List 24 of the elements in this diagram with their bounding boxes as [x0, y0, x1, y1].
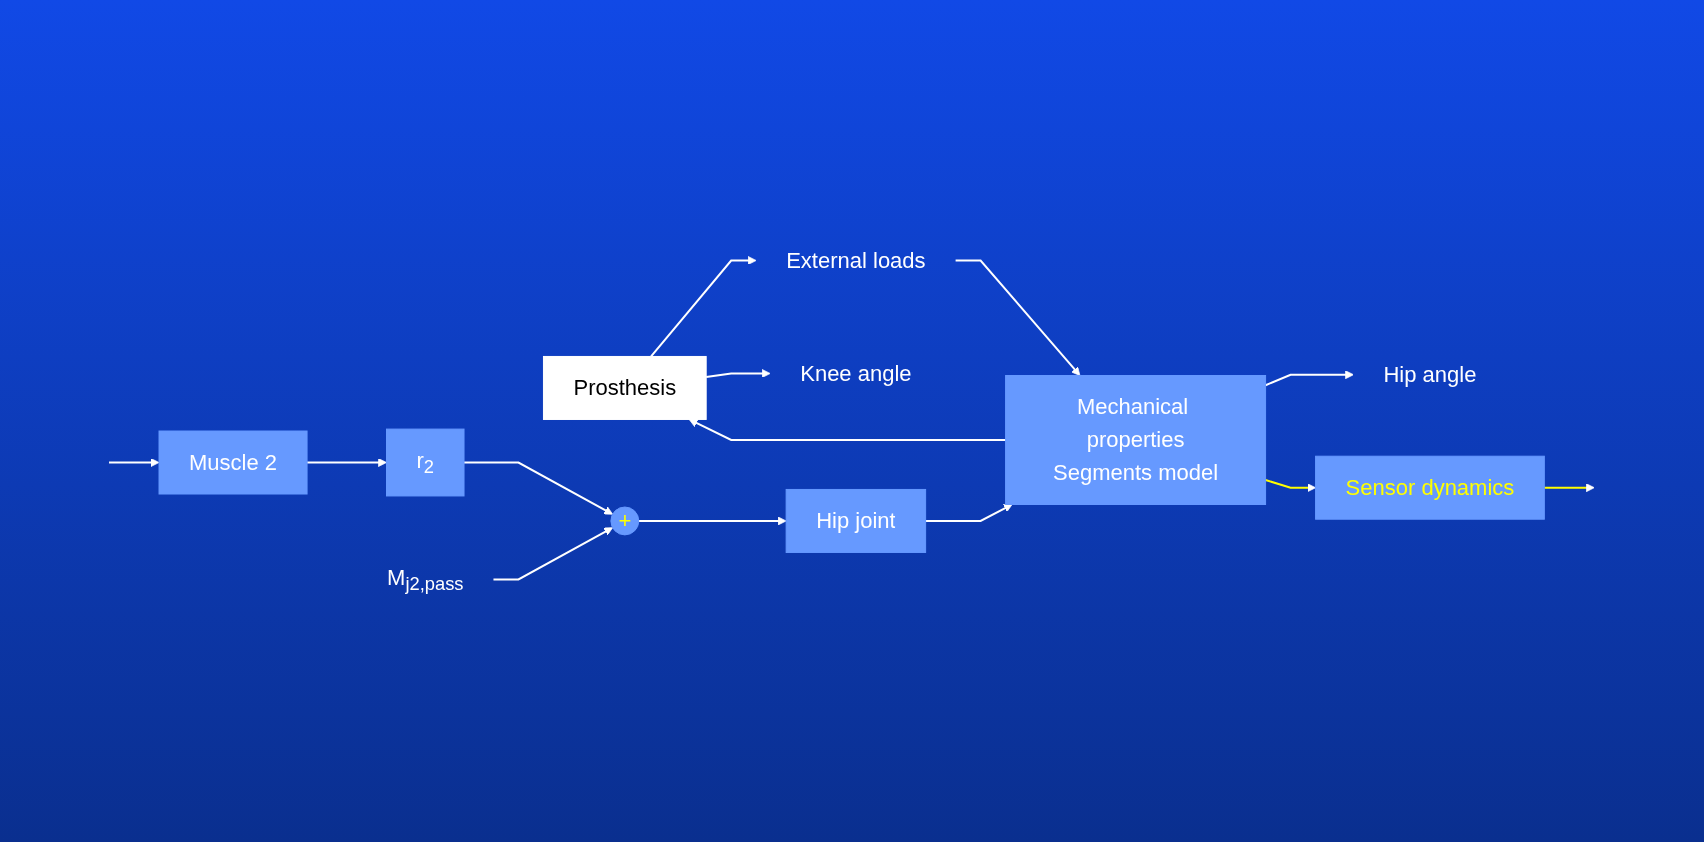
arrow	[689, 419, 1007, 442]
node-text: External loads	[786, 248, 926, 274]
arrow	[1264, 479, 1317, 493]
arrow	[924, 504, 1013, 523]
node-box: Hip joint	[785, 489, 927, 554]
node-box: r$_{2}$	[386, 428, 465, 497]
arrow	[463, 461, 614, 515]
node-box: Muscle 2	[158, 430, 308, 495]
arrow	[705, 369, 771, 378]
arrow	[492, 527, 614, 581]
node-box: Sensor dynamics	[1315, 455, 1546, 520]
node-text: Knee angle	[800, 361, 912, 387]
node-text: M$_{j2,pass}$	[387, 565, 464, 595]
arrow	[1543, 483, 1596, 493]
arrow	[306, 458, 388, 467]
arrow	[108, 458, 160, 467]
node-box: Prosthesis	[543, 356, 707, 421]
arrow	[650, 256, 757, 358]
node-circle: +	[610, 506, 640, 536]
arrow	[638, 516, 787, 526]
arrow	[1264, 370, 1355, 387]
node-text: Hip angle	[1383, 362, 1477, 388]
arrow	[954, 259, 1081, 376]
node-box: Mechanical properties Segments model	[1005, 375, 1267, 506]
